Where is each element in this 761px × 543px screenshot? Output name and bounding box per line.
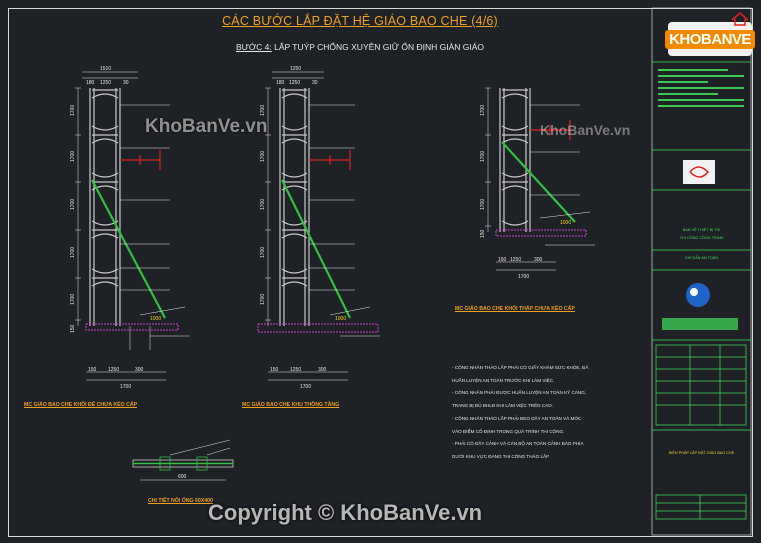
right-brace-tube: [501, 141, 576, 223]
note-line: - PHẢI CÓ DÂY CẢNH VÀ CÁN BỘ AN TOÀN CẢN…: [452, 441, 584, 447]
label-detail: CHI TIẾT NỐI ỐNG 60X400: [148, 498, 213, 504]
client-logo: [683, 160, 715, 184]
svg-text:1000: 1000: [335, 316, 346, 322]
svg-text:1250: 1250: [290, 367, 301, 373]
svg-text:150: 150: [88, 367, 97, 373]
drawing-title: CÁC BƯỚC LẮP ĐẶT HỆ GIÁO BAO CHE (4/6): [222, 14, 498, 28]
right-anchor: [530, 120, 571, 140]
left-floor-slab: [85, 323, 179, 331]
svg-text:1250: 1250: [510, 257, 521, 263]
svg-text:1700: 1700: [70, 199, 76, 210]
svg-text:150: 150: [270, 367, 279, 373]
company-line1: BAN VỆ THIẾT BỊ THI: [682, 228, 721, 232]
label-middle-section: MC GIÁO BAO CHE KHU THÔNG TẦNG: [242, 402, 340, 408]
logo-text: KHOBANVE: [665, 29, 755, 49]
svg-text:1700: 1700: [120, 384, 131, 390]
drawing-name: BIỆN PHÁP LẮP ĐẶT GIÁO BAO CHE: [668, 451, 735, 455]
title-block: [651, 7, 752, 536]
svg-text:180: 180: [86, 80, 95, 86]
note-line: - CÔNG NHÂN THÁO LẮP PHẢI CÓ GIẤY KHÁM S…: [452, 365, 589, 370]
svg-text:1700: 1700: [70, 294, 76, 305]
svg-text:300: 300: [135, 367, 144, 373]
note-line: TRANG BỊ ĐỦ BHLĐ KHI LÀM VIỆC TRÊN CAO.: [452, 403, 553, 409]
note-line: HUẤN LUYỆN AN TOÀN TRƯỚC KHI LÀM VIỆC.: [452, 377, 555, 383]
svg-text:1000: 1000: [560, 220, 571, 226]
dim-detail-length: 600: [178, 474, 187, 480]
khobanve-logo: KHOBANVE: [665, 22, 755, 56]
house-icon: [731, 12, 749, 26]
detail-pipe-joint: [132, 439, 234, 481]
middle-anchor: [309, 150, 351, 170]
label-left-section: MC GIÁO BAO CHE KHỐI ĐẾ CHƯA KÉO CẤP: [24, 402, 138, 408]
svg-text:1700: 1700: [260, 247, 266, 258]
svg-text:300: 300: [318, 367, 327, 373]
section-line: CHỈ DẪN AN TOÀN: [684, 256, 719, 260]
middle-scaffold: [279, 88, 310, 326]
svg-text:150: 150: [498, 257, 507, 263]
svg-text:1700: 1700: [260, 105, 266, 116]
note-line: - CÔNG NHÂN THÁO LẮP PHẢI ĐEO DÂY AN TOÀ…: [452, 415, 582, 421]
middle-floor-slab: [257, 323, 379, 333]
note-line: DƯỚI KHU VỰC ĐANG THI CÔNG THÁO LẮP: [452, 453, 550, 459]
svg-text:1700: 1700: [260, 151, 266, 162]
svg-text:1250: 1250: [108, 367, 119, 373]
step-label: BƯỚC 4:: [235, 42, 272, 52]
svg-text:1700: 1700: [300, 384, 311, 390]
svg-text:1700: 1700: [480, 151, 486, 162]
left-anchor: [120, 150, 161, 170]
step-text: LẮP TUÝP CHỐNG XUYÊN GIỮ ỔN ĐỊNH GIÀN GI…: [274, 42, 485, 52]
contractor-logo: [686, 283, 710, 307]
safety-notes: - CÔNG NHÂN THÁO LẮP PHẢI CÓ GIẤY KHÁM S…: [452, 362, 642, 464]
copyright-watermark: Copyright © KhoBanVe.vn: [208, 500, 483, 525]
svg-text:1700: 1700: [260, 199, 266, 210]
svg-text:30: 30: [123, 80, 129, 86]
svg-text:150: 150: [480, 229, 486, 238]
svg-text:180: 180: [276, 80, 285, 86]
svg-text:1250: 1250: [290, 66, 301, 72]
svg-text:1250: 1250: [100, 80, 111, 86]
svg-text:1700: 1700: [70, 247, 76, 258]
svg-text:300: 300: [534, 257, 543, 263]
svg-text:1700: 1700: [518, 274, 529, 280]
right-floor-slab: [495, 229, 587, 237]
svg-text:1700: 1700: [70, 105, 76, 116]
middle-brace-tube: [281, 179, 351, 319]
label-right-section: MC GIÁO BAO CHE KHỐI THÁP CHƯA KÉO CẤP: [455, 306, 575, 312]
right-scaffold: [499, 88, 531, 232]
drawing-frame: [8, 8, 753, 537]
dim-tube-left: 1000: [150, 316, 161, 322]
svg-text:30: 30: [312, 80, 318, 86]
svg-text:1700: 1700: [480, 199, 486, 210]
svg-text:150: 150: [70, 324, 76, 333]
note-line: VÀO ĐIỂM CỐ ĐỊNH TRONG QUÁ TRÌNH THI CÔN…: [452, 428, 565, 434]
company-line2: THI CÔNG CÔNG TRÌNH: [679, 236, 724, 240]
svg-text:1700: 1700: [70, 151, 76, 162]
watermark-secondary: KhoBanVe.vn: [540, 122, 631, 138]
svg-text:1700: 1700: [480, 105, 486, 116]
svg-text:1700: 1700: [260, 294, 266, 305]
watermark-main: KhoBanVe.vn: [145, 116, 268, 137]
note-line: - CÔNG NHÂN PHẢI ĐƯỢC HUẤN LUYỆN AN TOÀN…: [452, 390, 587, 396]
left-scaffold: [89, 88, 121, 326]
svg-text:1250: 1250: [289, 80, 300, 86]
step-subtitle: BƯỚC 4: LẮP TUÝP CHỐNG XUYÊN GIỮ ỔN ĐỊNH…: [180, 42, 540, 52]
left-brace-tube: [91, 179, 166, 319]
dim-top-total-left: 1510: [100, 66, 111, 72]
